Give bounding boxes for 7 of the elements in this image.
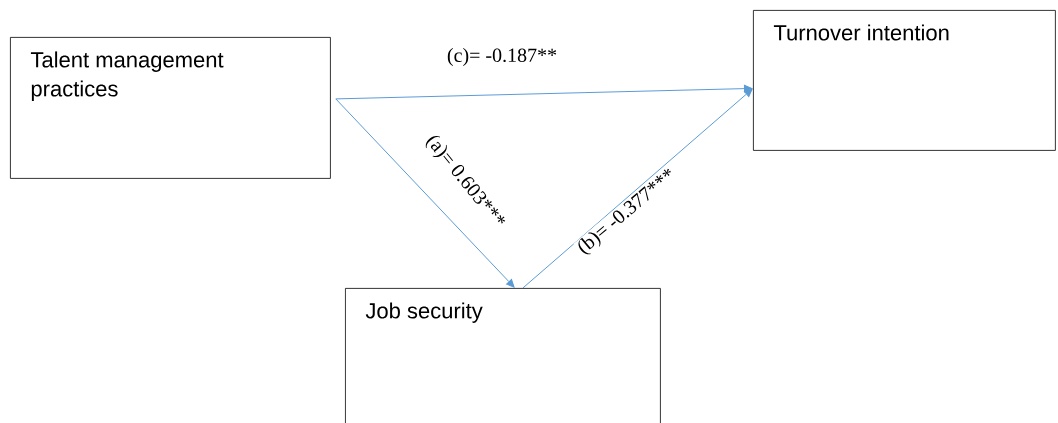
arrow (522, 88, 753, 289)
arrow (335, 98, 515, 288)
edge-label: (c)= -0.187** (445, 46, 559, 68)
text-box: Job security (345, 288, 661, 423)
text-box: Turnover intention (753, 10, 1056, 151)
arrow (335, 84, 753, 100)
text-box: Talent management practices (10, 37, 331, 179)
